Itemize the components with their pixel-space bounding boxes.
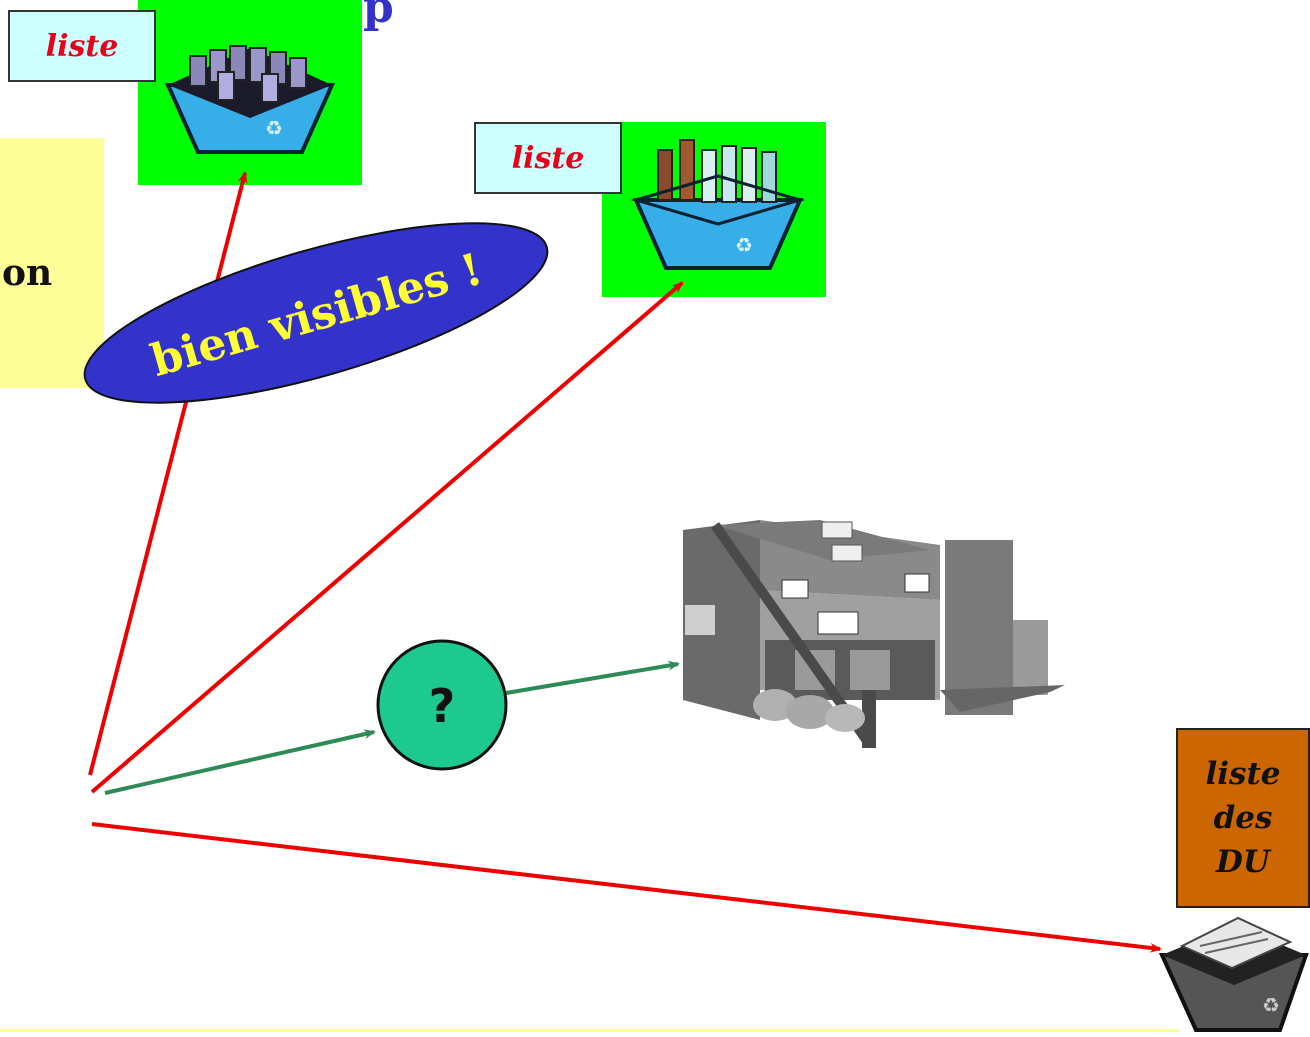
arrow-to-question bbox=[104, 729, 376, 795]
recycle-bin-cans-icon: ♻ bbox=[164, 45, 336, 154]
label-liste-cans: liste bbox=[8, 10, 156, 82]
title-fragment: p bbox=[363, 0, 394, 33]
house-icon bbox=[683, 520, 1065, 748]
du-line-1: liste bbox=[1205, 756, 1281, 792]
du-line-3: DU bbox=[1216, 844, 1270, 880]
partial-note-text: on bbox=[2, 252, 53, 294]
recycle-bin-bottles-icon: ♻ bbox=[630, 139, 806, 270]
question-mark: ? bbox=[429, 679, 456, 733]
svg-text:♻: ♻ bbox=[1262, 993, 1280, 1017]
svg-text:♻: ♻ bbox=[265, 116, 283, 140]
arrow-to-du-bin bbox=[91, 822, 1162, 953]
label-liste-bottles: liste bbox=[474, 122, 622, 194]
question-circle bbox=[376, 639, 508, 771]
arrow-to-house bbox=[505, 660, 680, 695]
note-panel bbox=[0, 138, 104, 388]
arrow-to-cans-bin bbox=[88, 171, 248, 776]
svg-text:♻: ♻ bbox=[735, 233, 753, 257]
visible-badge bbox=[83, 222, 549, 404]
du-line-2: des bbox=[1213, 800, 1273, 836]
arrow-to-bottles-bin bbox=[90, 281, 684, 794]
trash-bin-newspapers-icon: ♻ bbox=[1158, 916, 1309, 1032]
bottom-divider bbox=[0, 1029, 1180, 1032]
label-liste-des-du: liste des DU bbox=[1176, 728, 1310, 908]
